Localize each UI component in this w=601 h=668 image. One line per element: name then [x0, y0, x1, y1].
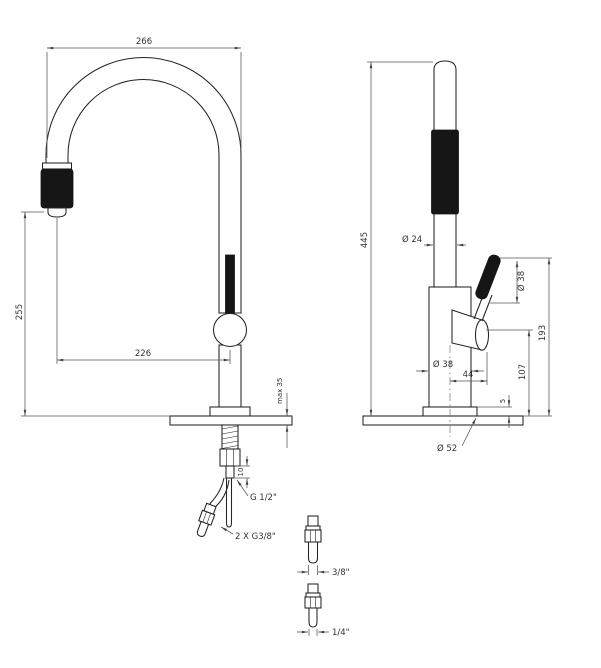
- pivot-joint: [212, 312, 248, 348]
- sprayer-grip-side: [431, 129, 459, 215]
- mounting-surface-side: [362, 415, 524, 426]
- dim-handle-grip-diameter: Ø 38: [516, 271, 527, 291]
- dim-handle-pivot-height: 107: [518, 364, 528, 380]
- sprayer-collar: [41, 162, 73, 170]
- base-collar: [209, 406, 251, 417]
- handle-grip-side: [475, 254, 501, 300]
- tailpiece: [225, 465, 235, 479]
- leader-hose-threads: [220, 526, 234, 535]
- dim-handle-top-height: 193: [538, 325, 548, 341]
- dim-reach-outlet: 226: [135, 349, 151, 359]
- dim-spout-diameter: Ø 24: [402, 234, 422, 245]
- dim-base-diameter: Ø 52: [437, 443, 457, 454]
- label-fitting-lower: 1/4": [332, 628, 350, 638]
- dim-shank: 10: [237, 468, 245, 477]
- leader-base-diameter: [461, 417, 477, 447]
- sprayer-grip: [40, 168, 74, 209]
- label-inlet-thread: G 1/2": [250, 493, 277, 503]
- dim-body-diameter: Ø 38: [433, 359, 453, 370]
- side-view: 445 Ø 24 Ø 38 193 107 Ø 38 44 5 Ø 52: [360, 60, 552, 454]
- dim-outlet-height: 255: [15, 304, 25, 320]
- hose-end-fitting: [196, 502, 217, 537]
- label-hose-threads: 2 X G3/8": [235, 532, 276, 542]
- fitting-detail-lower: 1/4": [297, 583, 350, 638]
- mounting-surface-front: [169, 415, 293, 426]
- nut-facets: [226, 449, 234, 466]
- spout-arc: [45, 56, 242, 314]
- sprayer-tip: [47, 207, 67, 218]
- leader-inlet-thread: [236, 479, 249, 497]
- handle-base-cap: [474, 319, 490, 351]
- mounting-nut: [219, 448, 241, 467]
- dim-base-plate-height: 5: [499, 399, 507, 403]
- supply-hose-right: [225, 478, 233, 528]
- dim-handle-offset: 44: [463, 370, 474, 380]
- fitting-detail-upper: 3/8": [297, 515, 350, 578]
- connector-details: 3/8" 1/4": [297, 515, 350, 638]
- dim-spout-reach: 266: [136, 37, 152, 47]
- handle-lever-front: [225, 254, 235, 314]
- dim-total-height: 445: [360, 232, 370, 248]
- dim-max-deck-thickness: max 35: [276, 378, 284, 404]
- label-fitting-upper: 3/8": [332, 568, 350, 578]
- front-view: 266 255 226 max 35 10 G 1/2" 2 X G3/8": [15, 37, 293, 542]
- thread-hatching: [221, 425, 239, 449]
